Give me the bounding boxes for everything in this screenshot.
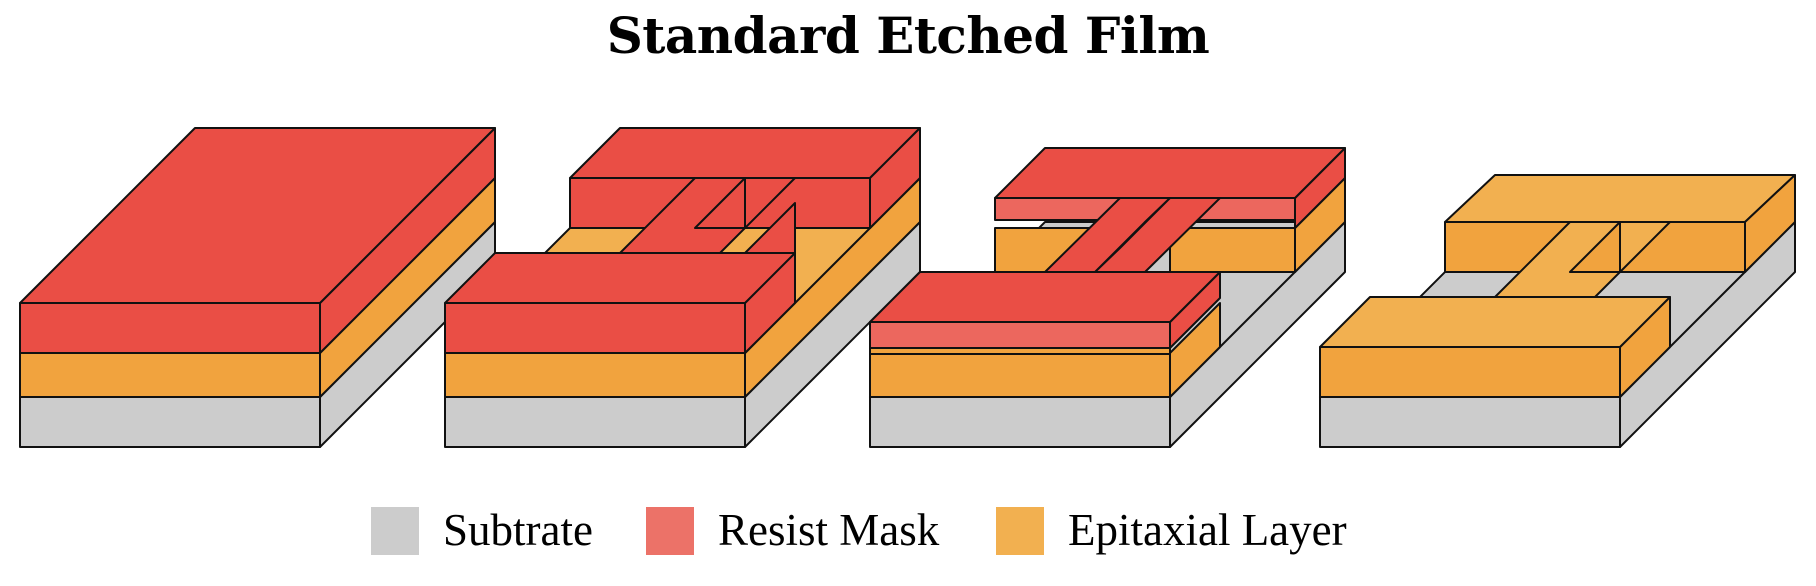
epitaxial-front-front bbox=[869, 352, 1171, 398]
resist-front-bar-top bbox=[444, 252, 796, 304]
diagram-title: Standard Etched Film bbox=[606, 6, 1210, 65]
resist-back-bar-top bbox=[569, 127, 921, 179]
resist-mask-swatch-icon bbox=[646, 507, 694, 555]
epitaxial-layer-swatch-icon bbox=[996, 507, 1044, 555]
step-2-patterned-resist bbox=[444, 127, 921, 448]
epitaxial-front bbox=[444, 352, 746, 398]
resist-stem-inner-front bbox=[694, 177, 746, 229]
resist-stem-side bbox=[1094, 197, 1171, 273]
step-3-etched-with-resist bbox=[869, 147, 1346, 448]
substrate-front bbox=[869, 396, 1171, 448]
epitaxial-front-front bbox=[1319, 346, 1621, 398]
substrate-front bbox=[1319, 396, 1621, 448]
legend-label-resist-mask: Resist Mask bbox=[718, 505, 940, 555]
resist-front bbox=[19, 302, 321, 354]
legend: Subtrate Resist Mask Epitaxial Layer bbox=[0, 502, 1816, 562]
etch-process-diagram bbox=[19, 127, 1796, 448]
substrate-swatch-icon bbox=[371, 507, 419, 555]
resist-front-top bbox=[869, 271, 1221, 323]
step-1-full-resist-stack bbox=[19, 127, 496, 448]
step-4-final-etched-film bbox=[1319, 174, 1796, 448]
substrate-front bbox=[19, 396, 321, 448]
epitaxial-front-top bbox=[1319, 296, 1671, 348]
resist-back-top bbox=[994, 147, 1346, 199]
epitaxial-stem-inner-front bbox=[1569, 221, 1621, 273]
legend-label-substrate: Subtrate bbox=[443, 505, 593, 555]
legend-label-epitaxial-layer: Epitaxial Layer bbox=[1068, 505, 1347, 555]
epitaxial-front bbox=[19, 352, 321, 398]
resist-front-front bbox=[869, 321, 1171, 349]
epitaxial-back-front-right bbox=[1169, 227, 1296, 273]
epitaxial-back-top bbox=[1444, 174, 1796, 223]
substrate-front bbox=[444, 396, 746, 448]
resist-front-bar-front bbox=[444, 302, 746, 354]
resist-top bbox=[19, 127, 496, 304]
